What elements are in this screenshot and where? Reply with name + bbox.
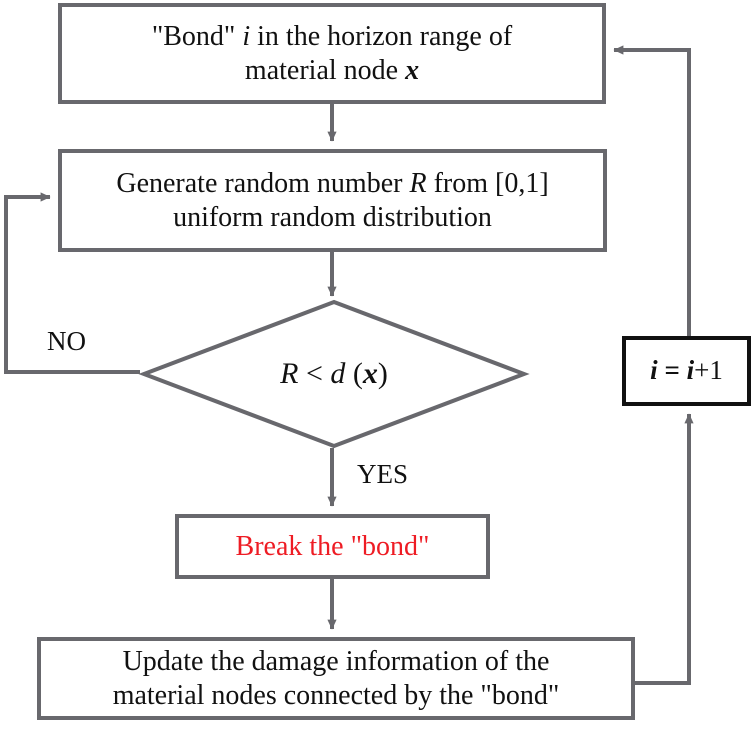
decision-paren-close: ) bbox=[377, 357, 388, 390]
edge-label-yes: YES bbox=[357, 459, 409, 489]
node-bond-line1-b: in the horizon range of bbox=[250, 21, 513, 53]
node-random-text: Generate random number R from [0,1]unifo… bbox=[62, 167, 603, 233]
node-decision-text: R < d (x) bbox=[280, 357, 388, 391]
node-break-the-bond[interactable]: Break the "bond" bbox=[175, 514, 490, 579]
node-random-line2: uniform random distribution bbox=[173, 201, 492, 233]
edge-label-no: NO bbox=[47, 326, 86, 356]
edge-increment-to-bond bbox=[613, 45, 691, 336]
node-random-symbol-R: R bbox=[409, 168, 427, 200]
edge-update-to-increment bbox=[635, 413, 694, 685]
node-increment-text: i = i+1 bbox=[626, 355, 747, 387]
increment-symbol-i-right: i bbox=[686, 355, 695, 386]
node-random-line1-a: Generate random number bbox=[116, 168, 410, 200]
node-increment-counter[interactable]: i = i+1 bbox=[622, 336, 751, 406]
node-decision-r-less-than-d[interactable]: R < d (x) bbox=[140, 300, 528, 448]
increment-plus-one: +1 bbox=[694, 355, 723, 386]
increment-symbol-i-left: i bbox=[650, 355, 658, 386]
decision-paren-open: ( bbox=[345, 357, 363, 390]
node-bond-vector-x: x bbox=[405, 54, 420, 86]
node-random-line1-b: from [0,1] bbox=[426, 168, 549, 200]
node-update-line2: material nodes connected by the "bond" bbox=[112, 679, 560, 711]
decision-vector-x: x bbox=[362, 357, 378, 390]
node-generate-random-number[interactable]: Generate random number R from [0,1]unifo… bbox=[58, 149, 607, 252]
decision-diamond-shape bbox=[138, 299, 530, 449]
node-bond-index-i: i bbox=[242, 21, 251, 53]
node-break-text: Break the "bond" bbox=[235, 530, 430, 562]
decision-symbol-R: R bbox=[280, 357, 299, 390]
node-update-line1: Update the damage information of the bbox=[122, 646, 550, 678]
decision-symbol-d: d bbox=[330, 357, 346, 390]
node-bond-line1-a: "Bond" bbox=[151, 21, 243, 53]
edge-decision-no-loop bbox=[4, 192, 140, 374]
decision-operator: < bbox=[298, 357, 331, 390]
increment-equals: = bbox=[657, 355, 687, 386]
node-bond-line2-a: material node bbox=[244, 54, 406, 86]
